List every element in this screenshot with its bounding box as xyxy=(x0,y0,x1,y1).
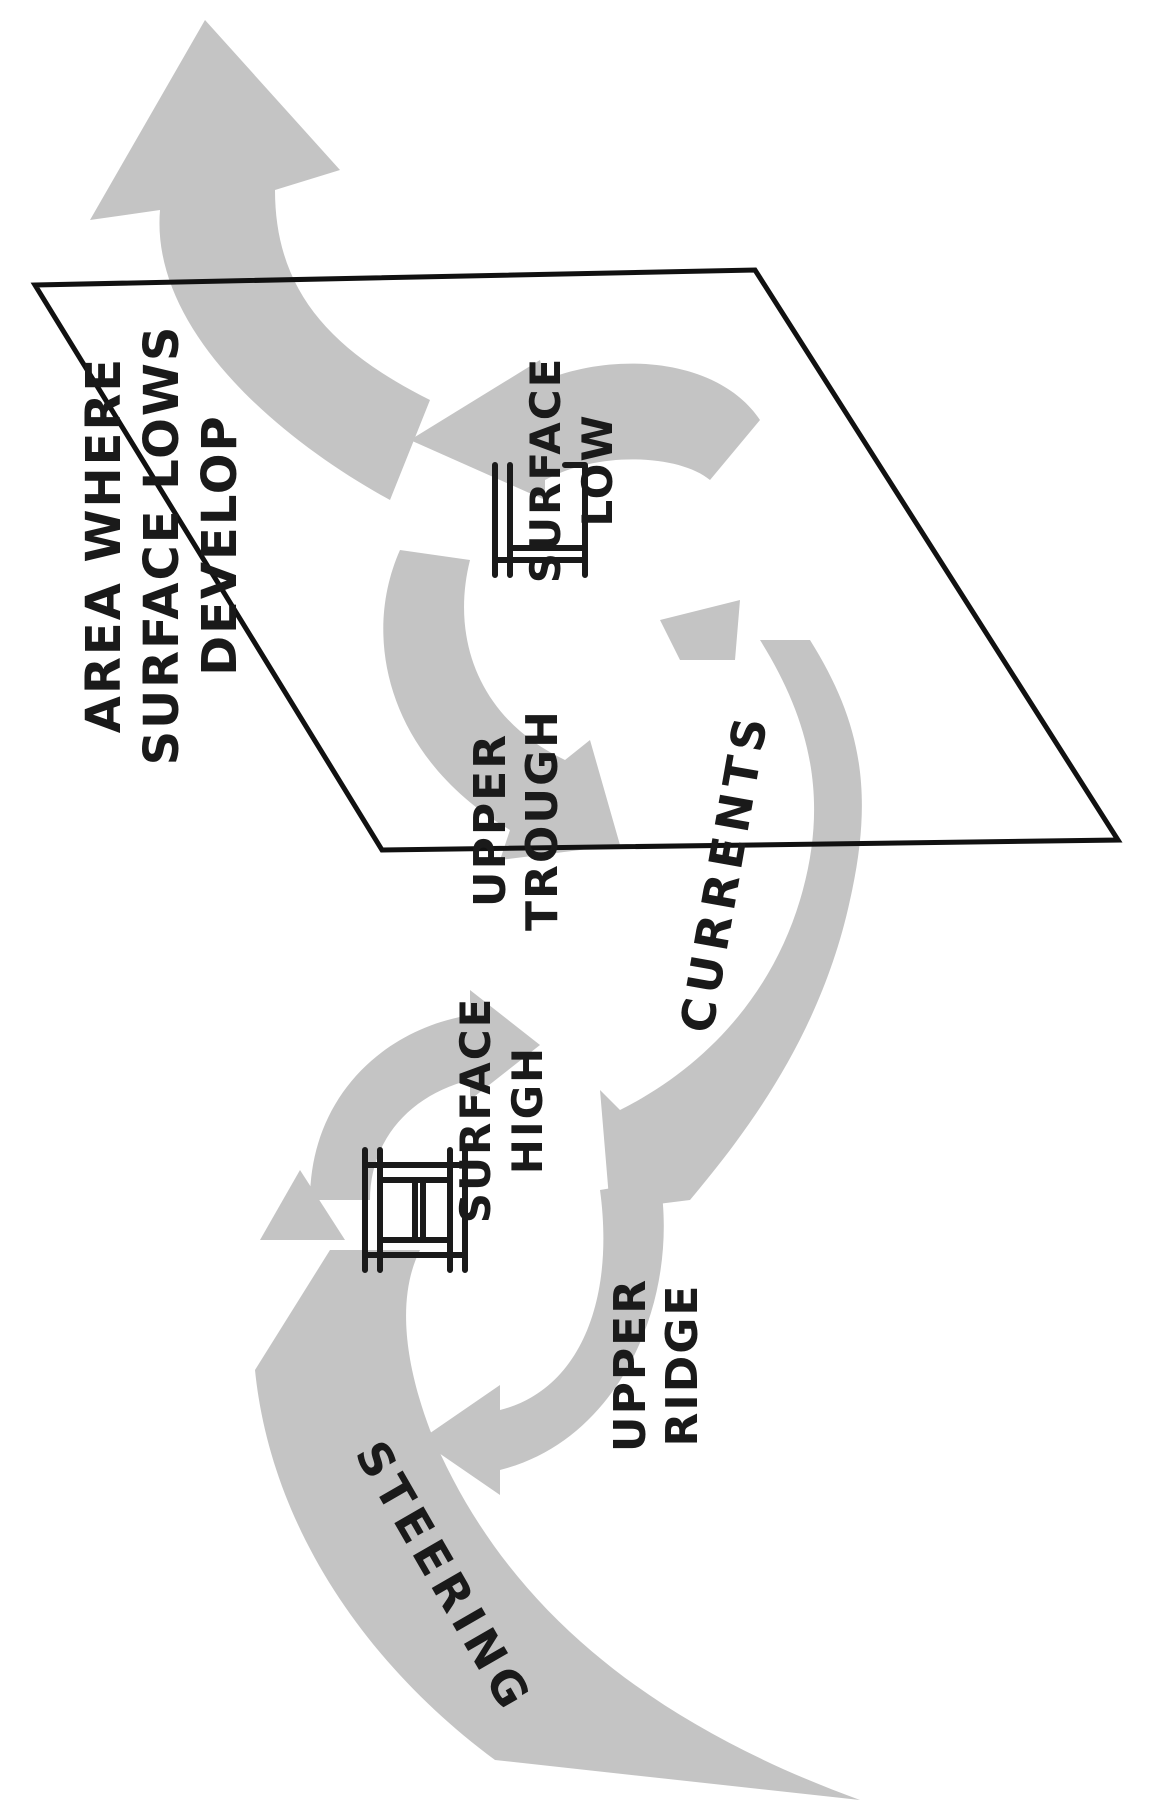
low-circulation-lower-arrow xyxy=(383,550,620,860)
high-circulation-upper-arrow xyxy=(310,990,540,1200)
area-label-line-2: SURFACE LOWS xyxy=(134,325,190,766)
surface-high-line-2: HIGH xyxy=(503,1046,552,1174)
development-area-frame xyxy=(30,267,1123,853)
steering-current-arrow xyxy=(255,1250,860,1800)
currents-arrow xyxy=(600,640,862,1210)
surface-high-symbol: H xyxy=(362,1147,468,1273)
surface-high-line-1: SURFACE xyxy=(451,997,500,1224)
outflow-arrow xyxy=(90,20,430,500)
upper-ridge-line-2: RIDGE xyxy=(657,1284,708,1447)
low-circulation-right-arrow xyxy=(660,600,740,660)
area-label-line-3: DEVELOP xyxy=(192,414,248,675)
area-label-line-1: AREA WHERE xyxy=(76,357,132,733)
upper-ridge-line-1: UPPER xyxy=(605,1278,656,1452)
surface-low-symbol: L xyxy=(492,462,588,578)
surface-high-letter: H xyxy=(426,1209,428,1210)
upper-trough-line-1: UPPER xyxy=(465,733,516,907)
upper-trough-line-2: TROUGH xyxy=(517,709,568,931)
high-circulation-lower-arrow xyxy=(420,1180,664,1495)
surface-low-line-2: LOW xyxy=(573,413,622,526)
surface-low-line-1: SURFACE xyxy=(521,357,570,584)
high-circulation-top-arrow xyxy=(260,1170,345,1240)
